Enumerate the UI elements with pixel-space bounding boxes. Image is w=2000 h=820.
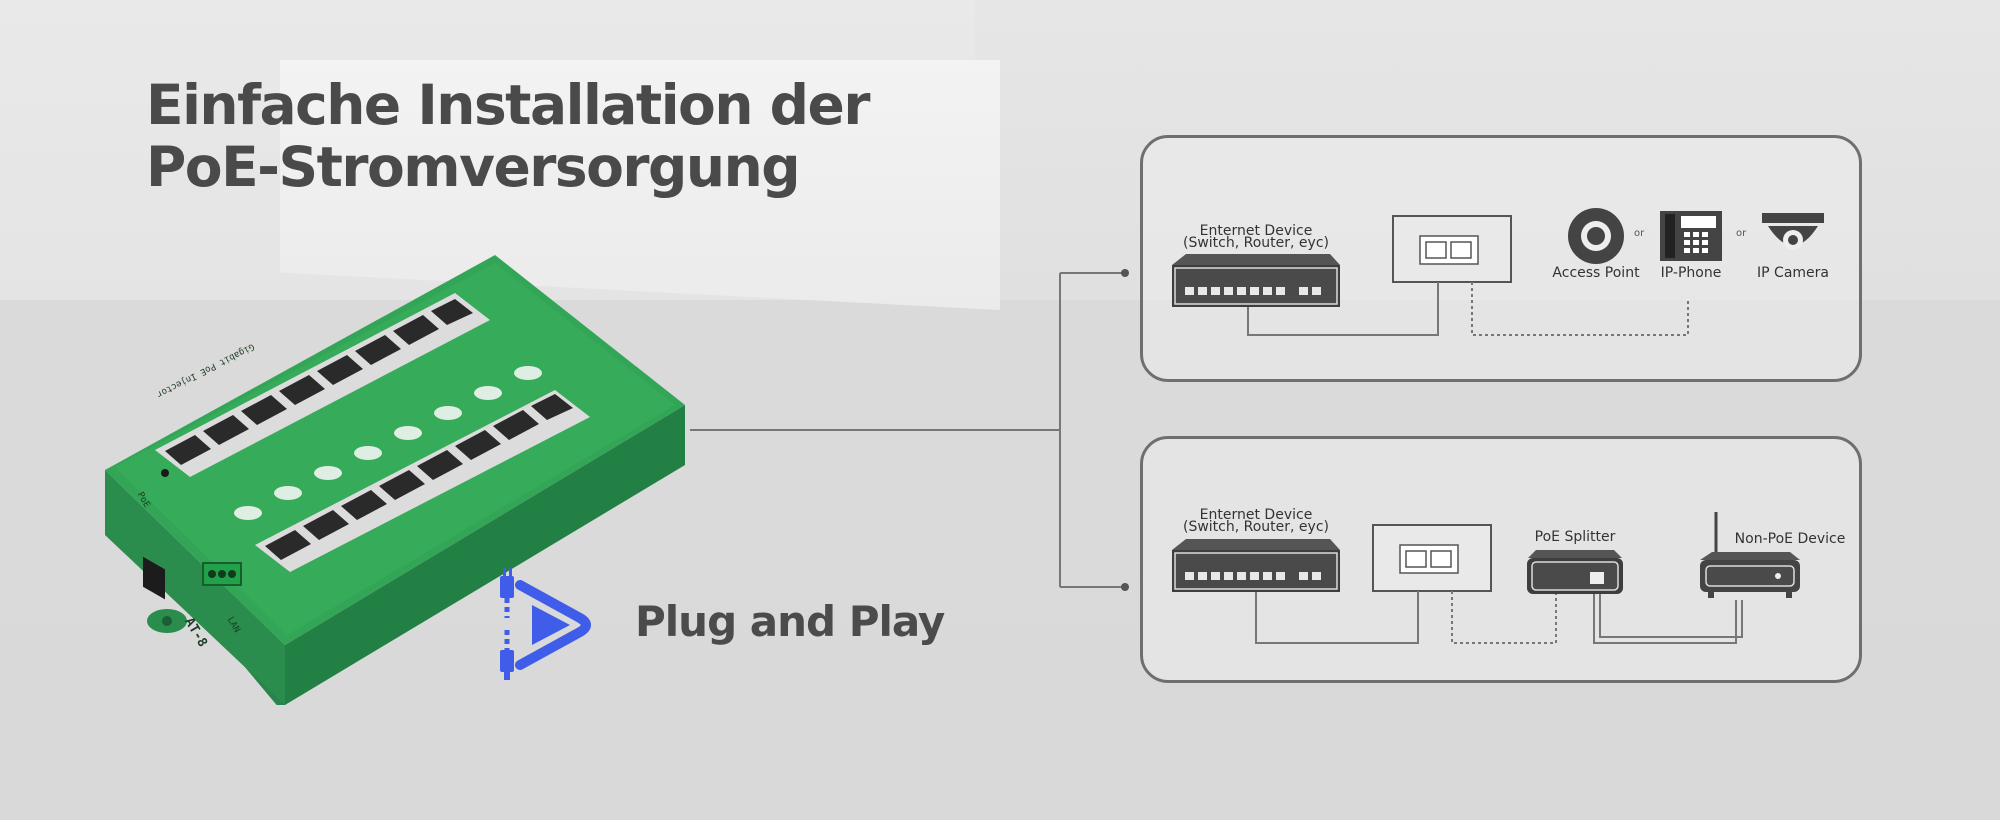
access-point-label: Access Point bbox=[1552, 265, 1640, 281]
switch-icon bbox=[1172, 539, 1340, 592]
non-poe-device-icon bbox=[1700, 512, 1800, 598]
plug-and-play-label: Plug and Play bbox=[635, 597, 945, 646]
switch-icon bbox=[1172, 254, 1340, 307]
access-point-icon bbox=[1568, 208, 1624, 264]
bottom-source-label-2: (Switch, Router, eyc) bbox=[1182, 519, 1329, 535]
plug-play-icon bbox=[500, 568, 591, 680]
poe-injector-box-icon bbox=[1392, 215, 1512, 283]
ip-phone-icon bbox=[1660, 211, 1722, 261]
ip-camera-label: IP Camera bbox=[1757, 265, 1829, 281]
non-poe-device-label: Non-PoE Device bbox=[1734, 531, 1846, 547]
poe-splitter-icon bbox=[1527, 550, 1623, 594]
or-text-1: or bbox=[1634, 228, 1645, 239]
top-source-label-2: (Switch, Router, eyc) bbox=[1182, 235, 1329, 251]
ip-phone-label: IP-Phone bbox=[1660, 265, 1722, 281]
top-source-label-1: Enternet Device bbox=[1199, 223, 1313, 239]
background-step bbox=[280, 60, 1000, 310]
headline: Einfache Installation der PoE-Stromverso… bbox=[146, 74, 966, 198]
or-text-2: or bbox=[1736, 228, 1747, 239]
poe-splitter-label: PoE Splitter bbox=[1534, 529, 1616, 545]
poe-injector-device: Gigabit PoE Injector AT-8 LAN PoE bbox=[95, 245, 695, 705]
bottom-source-label-1: Enternet Device bbox=[1199, 507, 1313, 523]
poe-injector-box-icon bbox=[1372, 524, 1492, 592]
poe-injector-illustration bbox=[105, 255, 685, 705]
ip-camera-icon bbox=[1762, 213, 1824, 250]
headline-line-2: PoE-Stromversorgung bbox=[146, 135, 801, 199]
headline-line-1: Einfache Installation der bbox=[146, 73, 870, 137]
